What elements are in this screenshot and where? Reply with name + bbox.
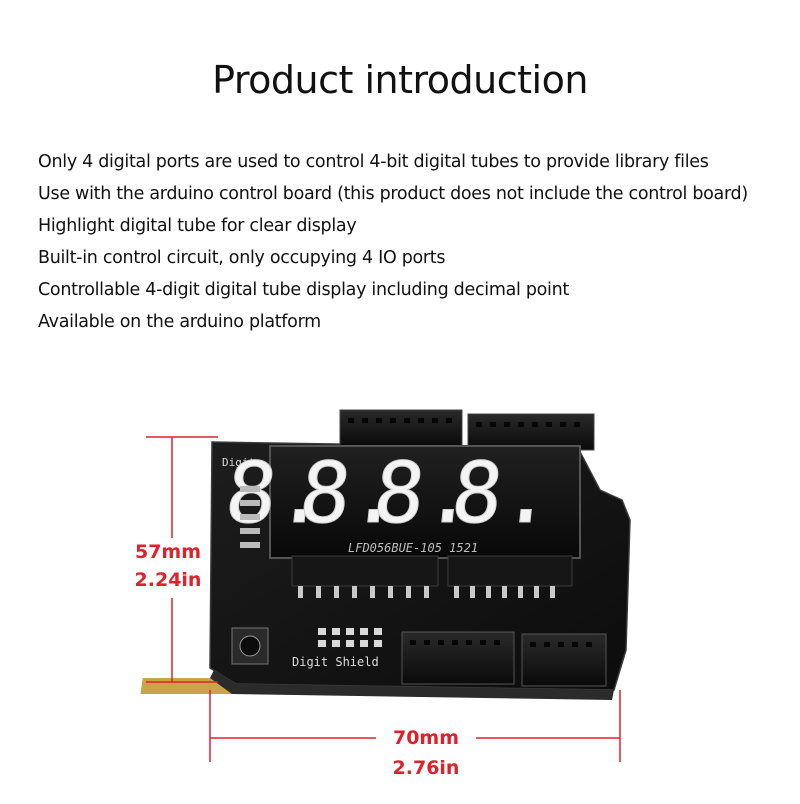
digit-4: 8.: [447, 444, 558, 542]
bottom-header-left: [401, 631, 515, 685]
width-mm-label: 70mm: [392, 727, 460, 749]
board-bottom-label: Digit Shield: [292, 655, 379, 669]
seven-segment-display: [269, 445, 581, 559]
top-header-left: [339, 409, 463, 447]
feature-list: Only 4 digital ports are used to control…: [38, 146, 748, 338]
feature-item: Built-in control circuit, only occupying…: [38, 248, 446, 268]
feature-item: Highlight digital tube for clear display: [38, 216, 357, 236]
ic-chip-left: [291, 555, 439, 598]
page-title: Product introduction: [212, 58, 588, 102]
width-dimension: [209, 690, 621, 762]
digit-3: 8.: [369, 444, 480, 542]
feature-item: Use with the arduino control board (this…: [38, 184, 748, 204]
smd-resistors: [318, 628, 382, 647]
ic-chip-right: [447, 555, 573, 598]
display-model-label: LFD056BUE-105 1521: [348, 541, 478, 555]
digit-2: 8.: [295, 444, 406, 542]
board-top-label: Digit: [222, 456, 255, 469]
bottom-header-right: [521, 633, 607, 687]
height-in-label: 2.24in: [134, 569, 202, 591]
feature-item: Only 4 digital ports are used to control…: [38, 152, 709, 172]
reset-button-component: [231, 627, 269, 665]
digit-1: 8.: [221, 444, 332, 542]
width-in-label: 2.76in: [392, 757, 460, 779]
feature-item: Controllable 4-digit digital tube displa…: [38, 280, 569, 300]
display-digits: 8. 8. 8. 8.: [221, 444, 559, 543]
side-pins: [240, 486, 260, 548]
height-dimension: [146, 436, 218, 683]
height-mm-label: 57mm: [134, 541, 202, 563]
feature-item: Available on the arduino platform: [38, 312, 321, 332]
